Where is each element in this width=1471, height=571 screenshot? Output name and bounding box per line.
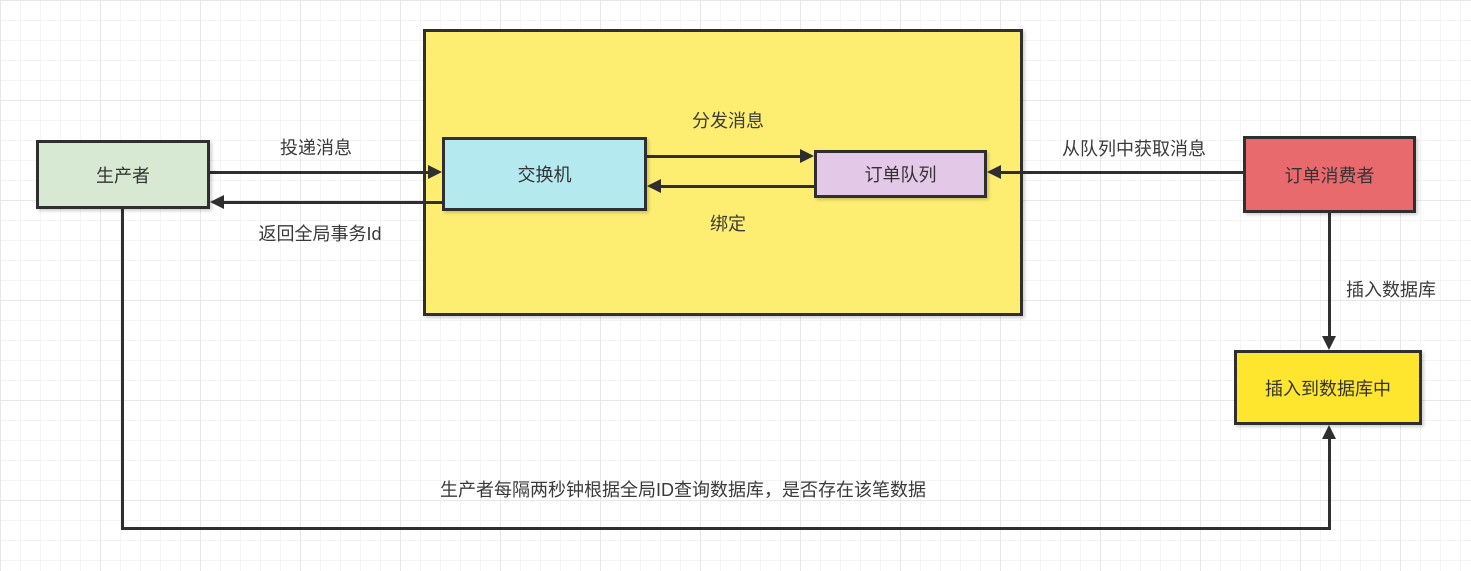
arrowhead-left-icon bbox=[210, 195, 224, 209]
arrowhead-left-icon bbox=[987, 165, 1001, 179]
node-order-consumer-label: 订单消费者 bbox=[1284, 165, 1375, 186]
arrowhead-up-icon bbox=[1322, 425, 1336, 439]
arrowhead-down-icon bbox=[1322, 336, 1336, 350]
edge-label-return-txid: 返回全局事务Id bbox=[258, 224, 382, 244]
arrowhead-left-icon bbox=[647, 179, 661, 193]
node-insert-db: 插入到数据库中 bbox=[1234, 350, 1422, 425]
edge-deliver-line bbox=[210, 171, 430, 174]
edge-return-txid-line bbox=[224, 201, 442, 204]
node-exchange: 交换机 bbox=[442, 137, 647, 211]
edge-label-insert: 插入数据库 bbox=[1346, 280, 1436, 300]
node-order-queue: 订单队列 bbox=[814, 150, 987, 198]
node-insert-db-label: 插入到数据库中 bbox=[1265, 378, 1391, 399]
edge-poll-line-vertical-left bbox=[121, 209, 124, 530]
edge-label-poll: 生产者每隔两秒钟根据全局ID查询数据库，是否存在该笔数据 bbox=[440, 480, 926, 500]
node-exchange-label: 交换机 bbox=[517, 165, 572, 185]
edge-bind-line bbox=[661, 185, 814, 188]
edge-label-dispatch: 分发消息 bbox=[692, 111, 764, 131]
arrowhead-right-icon bbox=[800, 149, 814, 163]
edge-dispatch-line bbox=[647, 155, 802, 158]
node-order-queue-label: 订单队列 bbox=[864, 165, 937, 185]
edge-insert-line bbox=[1328, 213, 1331, 338]
node-producer-label: 生产者 bbox=[96, 165, 150, 186]
node-producer: 生产者 bbox=[36, 140, 210, 209]
node-order-consumer: 订单消费者 bbox=[1243, 136, 1416, 213]
edge-label-fetch: 从队列中获取消息 bbox=[1062, 139, 1206, 159]
edge-fetch-line bbox=[1001, 171, 1243, 174]
edge-poll-line-vertical-right bbox=[1328, 437, 1331, 530]
edge-poll-line-horizontal bbox=[121, 527, 1331, 530]
arrowhead-right-icon bbox=[428, 165, 442, 179]
edge-label-bind: 绑定 bbox=[710, 214, 746, 234]
edge-label-deliver: 投递消息 bbox=[280, 138, 352, 158]
